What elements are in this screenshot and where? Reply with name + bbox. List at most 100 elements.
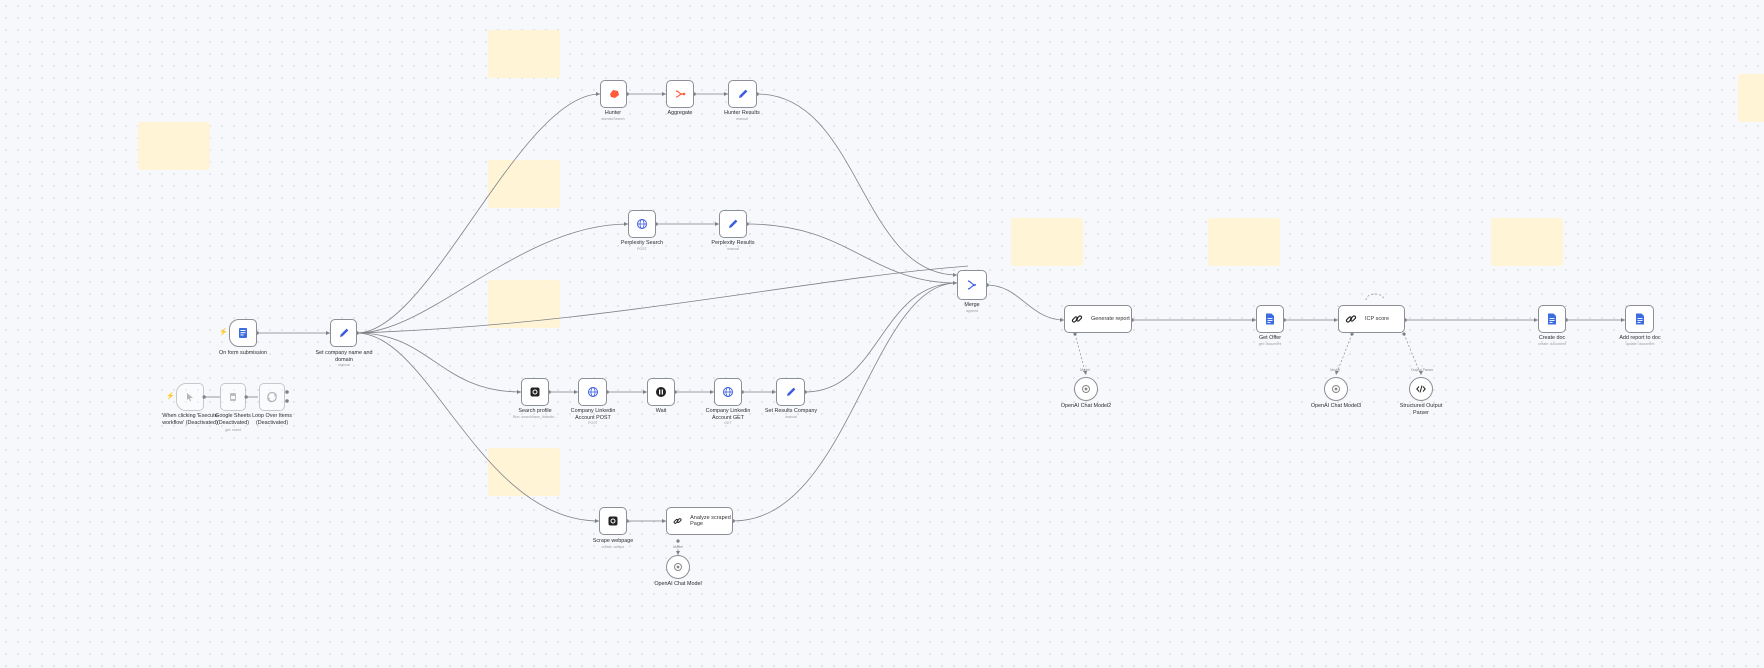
node-openai-chat-model[interactable] bbox=[666, 555, 690, 579]
merge-icon bbox=[967, 280, 977, 290]
node-hunter[interactable] bbox=[600, 80, 627, 108]
node-google-sheets[interactable] bbox=[220, 383, 246, 411]
model-connection-label: Model bbox=[673, 545, 683, 549]
node-merge[interactable] bbox=[957, 270, 987, 300]
code-icon bbox=[1416, 385, 1426, 393]
node-icp-score[interactable]: ICP score bbox=[1338, 305, 1405, 333]
hunter-icon bbox=[609, 90, 619, 98]
node-subtitle: manual bbox=[736, 117, 748, 121]
sticky-note[interactable] bbox=[1208, 218, 1280, 266]
node-label: Get Offer bbox=[1258, 335, 1282, 341]
globe-icon bbox=[637, 219, 647, 229]
chain-icon bbox=[1071, 315, 1083, 323]
node-analyze-scraped-page[interactable]: Analyze scraped Page bbox=[666, 507, 733, 535]
node-generate-report[interactable]: Generate report bbox=[1064, 305, 1132, 333]
node-subtitle: create: document bbox=[1538, 342, 1566, 346]
pencil-icon bbox=[339, 328, 348, 337]
connection bbox=[356, 223, 629, 334]
node-subtitle: update: document bbox=[1625, 342, 1655, 346]
ai-connection bbox=[1403, 333, 1422, 376]
node-scrape-webpage[interactable] bbox=[599, 507, 627, 535]
cursor-icon bbox=[187, 393, 193, 402]
node-subtitle: create: scrape bbox=[601, 545, 625, 549]
node-subtitle: Run: searchbase_linkedin... bbox=[512, 415, 558, 419]
node-linkedin-get[interactable] bbox=[714, 378, 742, 406]
node-add-report-to-doc[interactable] bbox=[1625, 305, 1654, 333]
node-label: Company Linkedin Account GET bbox=[705, 408, 751, 421]
node-aggregate[interactable] bbox=[666, 80, 694, 108]
node-label: Analyze scraped Page bbox=[690, 514, 731, 527]
node-label: ICP score bbox=[1365, 315, 1390, 322]
node-subtitle: domainSearch bbox=[601, 117, 625, 121]
node-label: OpenAI Chat Model bbox=[654, 581, 702, 587]
openai-icon bbox=[674, 563, 682, 571]
node-label: Structured Output Parser bbox=[1399, 403, 1443, 416]
pencil-icon bbox=[729, 219, 738, 228]
node-on-form-submission[interactable] bbox=[229, 319, 257, 347]
node-set-company[interactable] bbox=[330, 319, 357, 347]
pencil-icon bbox=[786, 387, 795, 396]
node-perplexity-results[interactable] bbox=[719, 210, 747, 238]
doc-icon bbox=[1548, 313, 1556, 325]
connection bbox=[732, 282, 958, 522]
node-subtitle: append bbox=[966, 309, 978, 313]
ai-connection bbox=[1074, 333, 1087, 376]
sticky-note[interactable] bbox=[488, 280, 560, 328]
node-label: Create doc bbox=[1538, 335, 1566, 341]
connection bbox=[804, 282, 958, 393]
node-manual-trigger[interactable] bbox=[176, 383, 204, 411]
node-subtitle: manual bbox=[785, 415, 797, 419]
node-label: Search profile bbox=[518, 408, 552, 414]
node-openai-chat-model2[interactable] bbox=[1074, 377, 1098, 401]
model-connection-label: Model bbox=[1080, 368, 1090, 372]
sticky-note[interactable] bbox=[1738, 74, 1764, 122]
node-openai-chat-model3[interactable] bbox=[1324, 377, 1348, 401]
node-subtitle: manual bbox=[338, 363, 350, 367]
sticky-note[interactable] bbox=[1011, 218, 1083, 266]
node-structured-output-parser[interactable] bbox=[1409, 377, 1433, 401]
trigger-lightning-icon: ⚡ bbox=[219, 329, 228, 336]
connection bbox=[356, 332, 600, 522]
node-label: Perplexity Results bbox=[711, 240, 755, 246]
output-parser-connection-label: Output Parser bbox=[1410, 368, 1434, 372]
ai-connection bbox=[1365, 293, 1385, 301]
node-label: Set company name and domain bbox=[315, 350, 373, 363]
node-search-profile[interactable] bbox=[521, 378, 549, 406]
node-subtitle: POST bbox=[637, 247, 647, 251]
node-label: Perplexity Search bbox=[620, 240, 664, 246]
node-label: OpenAI Chat Model2 bbox=[1060, 403, 1112, 409]
node-label: Add report to doc bbox=[1619, 335, 1661, 341]
doc-icon bbox=[1635, 313, 1644, 325]
sticky-note[interactable] bbox=[138, 122, 210, 170]
node-perplexity-search[interactable] bbox=[628, 210, 656, 238]
node-set-results-company[interactable] bbox=[776, 378, 805, 406]
node-label: Hunter bbox=[604, 110, 622, 116]
sticky-note[interactable] bbox=[1491, 218, 1563, 266]
sticky-note[interactable] bbox=[488, 448, 560, 496]
loop-icon bbox=[267, 391, 277, 403]
node-subtitle: get: sheet bbox=[225, 428, 241, 432]
connection bbox=[356, 332, 522, 393]
node-create-doc[interactable] bbox=[1538, 305, 1566, 333]
node-subtitle: GET bbox=[724, 421, 732, 425]
node-loop-over-items[interactable] bbox=[259, 383, 285, 411]
node-linkedin-post[interactable] bbox=[578, 378, 607, 406]
node-label: Loop Over Items (Deactivated) bbox=[252, 413, 292, 426]
node-label: On form submission bbox=[219, 350, 267, 356]
node-get-offer[interactable] bbox=[1256, 305, 1284, 333]
scraper-icon bbox=[530, 387, 540, 397]
node-subtitle: manual bbox=[727, 247, 739, 251]
aggregate-icon bbox=[675, 90, 686, 98]
node-wait[interactable] bbox=[647, 378, 675, 406]
node-label: Aggregate bbox=[667, 110, 693, 116]
node-subtitle: POST bbox=[588, 421, 598, 425]
node-hunter-results[interactable] bbox=[728, 80, 757, 108]
node-label: Generate report bbox=[1091, 315, 1130, 322]
node-label: Merge bbox=[964, 302, 980, 308]
sheet-icon bbox=[230, 393, 236, 401]
sticky-note[interactable] bbox=[488, 30, 560, 78]
node-subtitle: get: document bbox=[1258, 342, 1282, 346]
sticky-note[interactable] bbox=[488, 160, 560, 208]
